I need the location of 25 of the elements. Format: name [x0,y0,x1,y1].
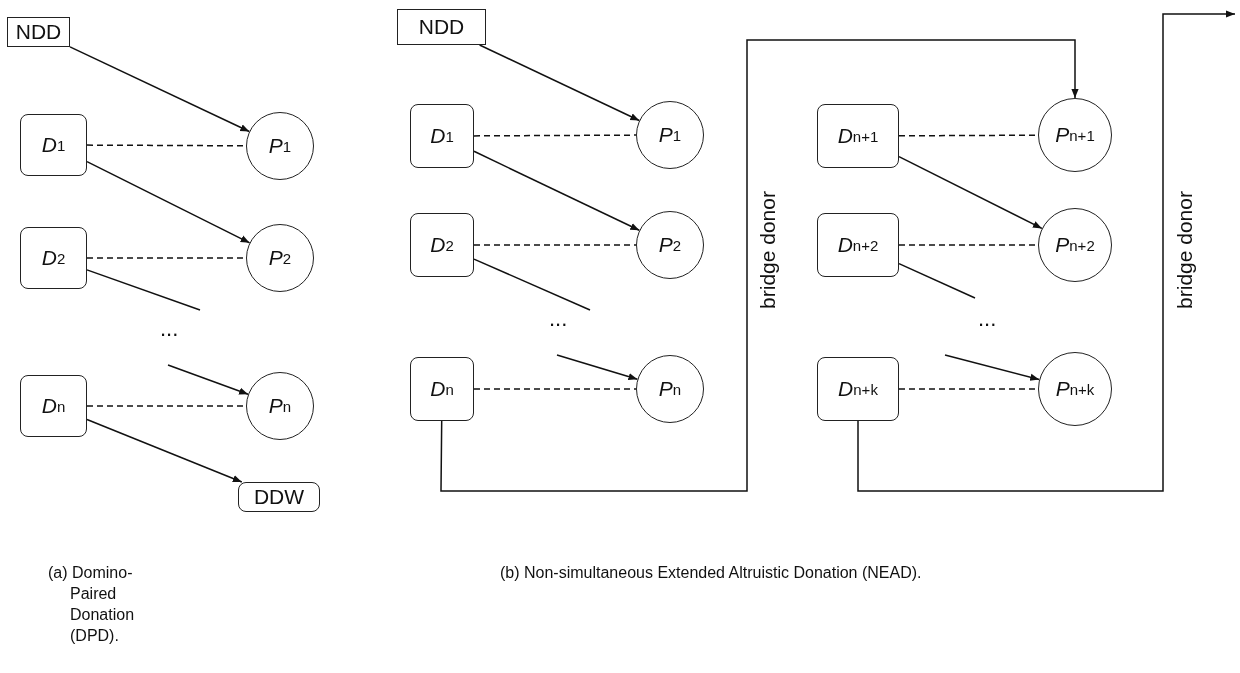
donor-box: DDW [238,482,320,512]
arrow [857,10,1236,492]
ellipsis: ... [549,308,568,329]
arrow [478,44,641,122]
ellipsis: ... [160,318,179,339]
arrow [556,354,639,381]
caption: (a) Domino-Paired Donation (DPD). [48,563,136,646]
arrow [898,155,1043,230]
arrow [69,46,251,133]
caption: (b) Non-simultaneous Extended Altruistic Donation (NEAD). [500,563,923,583]
arrow [86,160,251,244]
arrow [440,39,1079,492]
ellipsis: ... [978,308,997,329]
dashed-line [473,388,637,390]
donor-box: NDD [397,9,486,45]
dashed-line [473,134,637,137]
dashed-line [473,244,637,246]
line [898,262,976,299]
line [86,269,201,311]
arrow [944,354,1040,381]
arrow [86,418,243,483]
arrow [473,150,641,232]
donor-box: NDD [7,17,70,47]
arrow [167,364,249,396]
line [473,258,591,311]
